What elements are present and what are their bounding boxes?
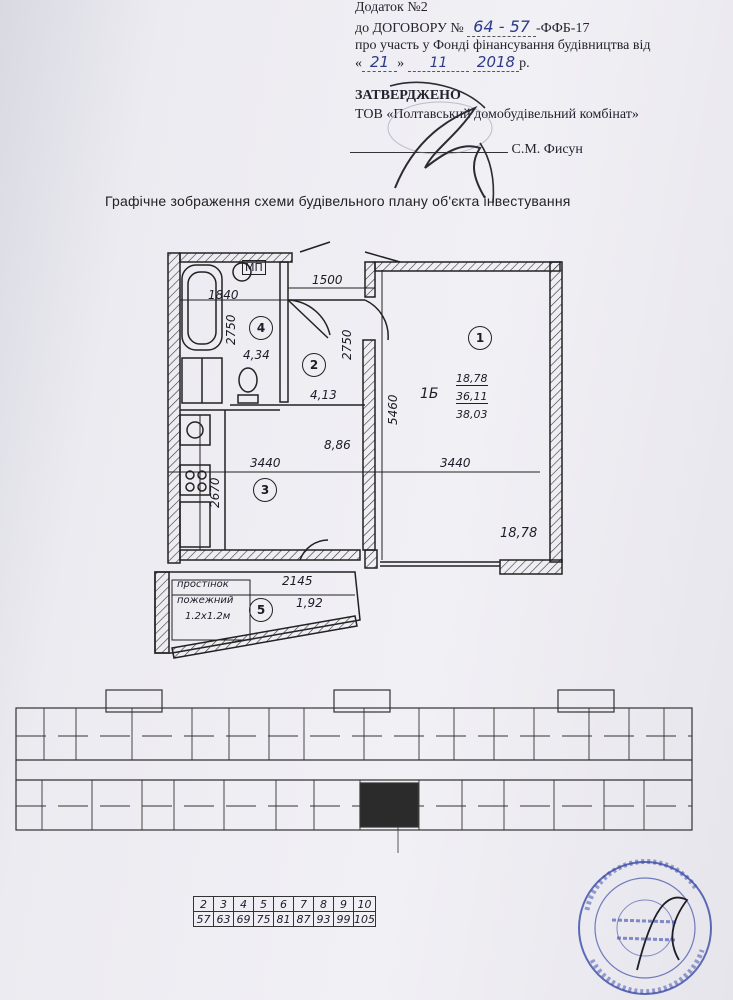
table-cell: 105 — [353, 911, 376, 927]
apartment-total-area: 36,11 — [456, 390, 488, 404]
section-row-numbers: 2 3 4 5 6 7 8 9 10 — [193, 896, 376, 912]
room-4-area: 4,34 — [243, 348, 270, 362]
apartment-total-with-balcony: 38,03 — [456, 408, 488, 421]
date-year: 2018 — [472, 53, 520, 72]
dim-3440-kitchen: 3440 — [250, 456, 281, 470]
building-floor-plan — [15, 689, 693, 853]
signature-icon — [387, 81, 495, 204]
dim-1500: 1500 — [312, 273, 343, 287]
date-open: « — [355, 56, 362, 71]
firewall-note-line2: пожежний — [177, 595, 234, 606]
room-3-area: 8,86 — [324, 438, 351, 452]
page-title: Графічне зображення схеми будівельного п… — [105, 193, 571, 209]
contract-prefix: до ДОГОВОРУ № — [355, 21, 464, 36]
section-table: 2 3 4 5 6 7 8 9 10 57 63 69 75 81 87 93 … — [193, 896, 376, 927]
dim-2750-hall: 2750 — [340, 329, 354, 360]
dim-1840: 1840 — [208, 288, 239, 302]
table-cell: 69 — [233, 911, 254, 927]
company-name: ТОВ «Полтавський домобудівельний комбіна… — [355, 107, 639, 122]
apartment-type: 1Б — [420, 386, 439, 402]
contract-number: 64 - 57 — [467, 17, 536, 37]
room-3-number: 3 — [253, 478, 277, 502]
firewall-note-line1: простінок — [177, 579, 229, 590]
table-cell: 63 — [213, 911, 234, 927]
dim-2145: 2145 — [282, 574, 313, 588]
fund-line: про участь у Фонді фінансування будівниц… — [355, 38, 651, 53]
date-day: 21 — [362, 53, 398, 72]
room-5-number: 5 — [249, 598, 273, 622]
dim-2670: 2670 — [208, 477, 222, 508]
room-1-number: 1 — [468, 326, 492, 350]
dim-3440-room: 3440 — [440, 456, 471, 470]
table-cell: 5 — [253, 896, 274, 912]
room-5-area: 1,92 — [296, 596, 323, 610]
dim-2750-bath: 2750 — [224, 314, 238, 345]
date-month: 11 — [407, 55, 470, 72]
contract-suffix: -ФФБ-17 — [535, 21, 590, 36]
table-cell: 4 — [233, 896, 254, 912]
annex-label: Додаток №2 — [355, 0, 428, 15]
firewall-note-line3: 1.2х1.2м — [185, 611, 231, 622]
apartment-living-area: 18,78 — [456, 372, 488, 386]
dim-5460: 5460 — [386, 394, 400, 425]
contract-line: до ДОГОВОРУ № 64 - 57-ФФБ-17 — [355, 17, 589, 38]
date-suffix: р. — [519, 56, 530, 71]
table-cell: 81 — [273, 911, 294, 927]
mp-label: МП — [242, 260, 266, 275]
table-cell: 2 — [193, 896, 214, 912]
table-cell: 9 — [333, 896, 354, 912]
approved-label: ЗАТВЕРДЖЕНО — [355, 88, 461, 103]
table-cell: 57 — [193, 911, 214, 927]
room-1-area: 18,78 — [500, 526, 538, 541]
table-cell: 6 — [273, 896, 294, 912]
signature-underline — [350, 152, 508, 153]
table-cell: 93 — [313, 911, 334, 927]
room-4-number: 4 — [249, 316, 273, 340]
signature-line: С.М. Фисун — [350, 140, 583, 159]
signatory-name: С.М. Фисун — [511, 142, 583, 157]
table-cell: 75 — [253, 911, 274, 927]
table-cell: 87 — [293, 911, 314, 927]
room-2-area: 4,13 — [310, 388, 337, 402]
table-cell: 3 — [213, 896, 234, 912]
floor-plan-drawing — [154, 241, 563, 659]
company-seal-icon — [578, 858, 712, 995]
room-2-number: 2 — [302, 353, 326, 377]
table-cell: 99 — [333, 911, 354, 927]
table-cell: 8 — [313, 896, 334, 912]
floor-plan: МП 1840 1500 2750 2750 5460 3440 3440 26… — [150, 240, 580, 660]
table-cell: 7 — [293, 896, 314, 912]
section-row-apartments: 57 63 69 75 81 87 93 99 105 — [193, 911, 376, 927]
table-cell: 10 — [353, 896, 376, 912]
date-close: » — [397, 56, 405, 71]
